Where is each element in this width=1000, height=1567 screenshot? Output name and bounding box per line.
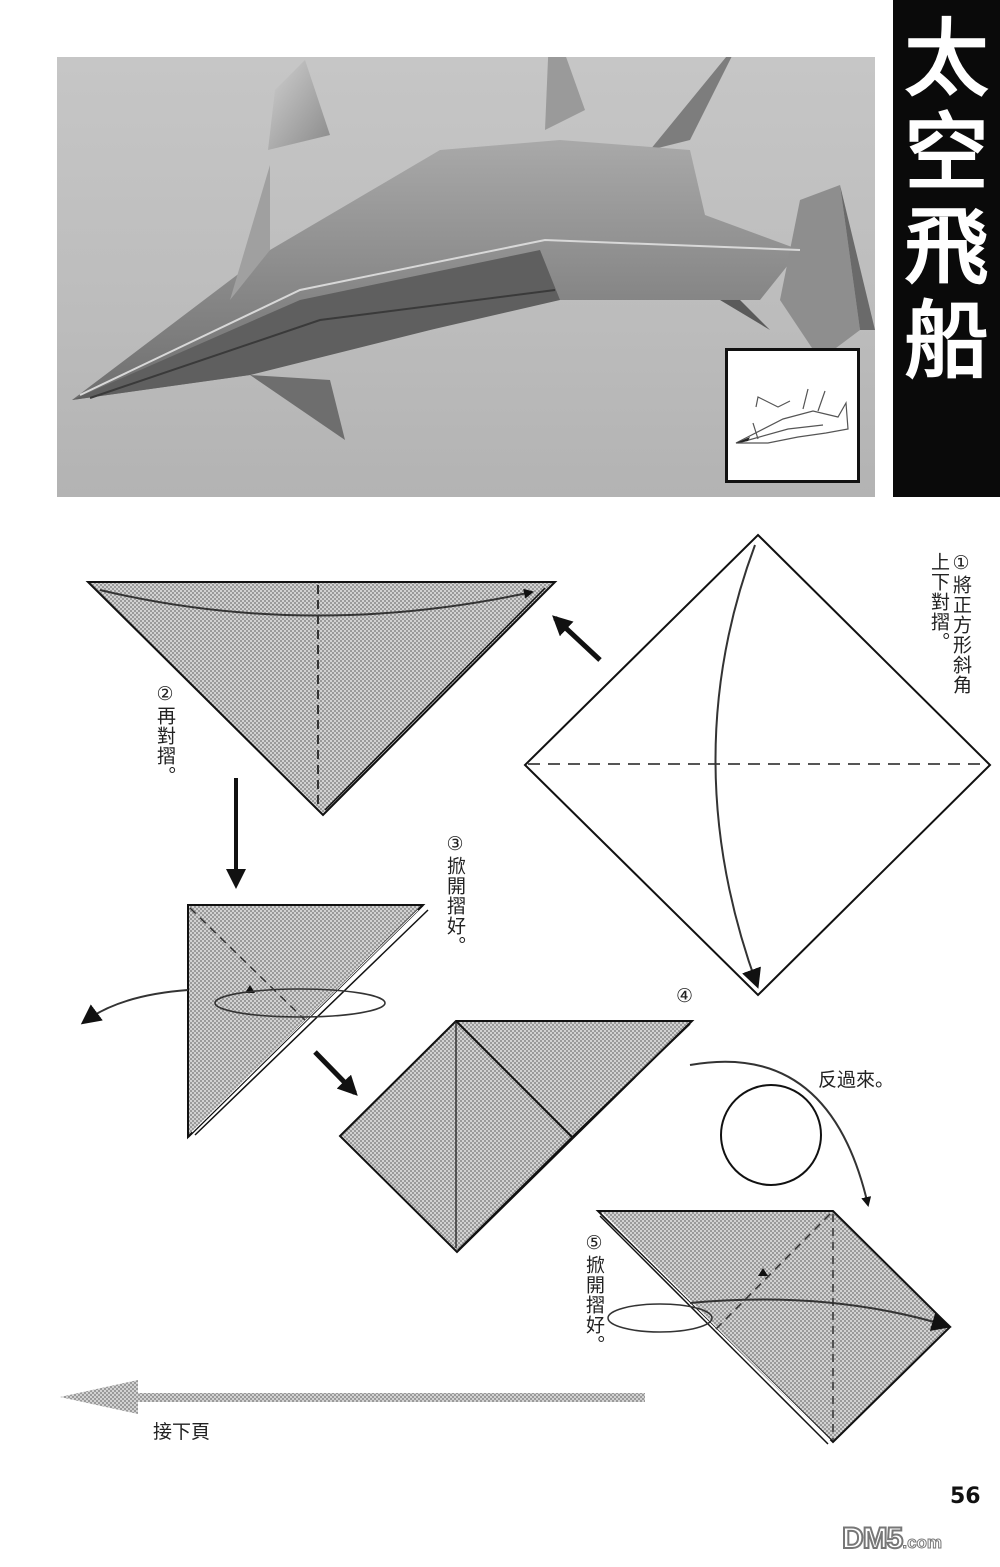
origami-photo <box>57 57 875 497</box>
title-char: 太 <box>904 10 989 108</box>
spaceship-outline-icon <box>735 388 849 444</box>
step2-instruction: ②再對摺。 <box>154 683 176 786</box>
step1-number: ① <box>950 552 972 575</box>
watermark-brand: DM5 <box>841 1521 904 1556</box>
step4-number: ④ <box>676 985 694 1007</box>
step5-instruction: ⑤掀開摺好。 <box>583 1232 605 1355</box>
title-banner: 太 空 飛 船 <box>893 0 1000 497</box>
step1-diagram <box>523 533 992 997</box>
continue-label: 接下頁 <box>153 1421 211 1443</box>
flip-instruction: 反過來。 <box>818 1069 895 1091</box>
step3-diagram <box>80 904 429 1140</box>
step5-number: ⑤ <box>583 1232 605 1255</box>
continue-arrow <box>60 1380 645 1414</box>
flip-diagram <box>689 1060 872 1207</box>
watermark-suffix: .com <box>902 1533 943 1553</box>
step1-instruction: ①將正方形斜角 上下對摺。 <box>928 552 972 695</box>
title-char: 空 <box>904 104 989 202</box>
reference-inset <box>725 348 860 483</box>
step2-diagram <box>85 581 558 817</box>
step4-diagram <box>338 1020 695 1254</box>
page-number: 56 <box>950 1484 981 1509</box>
title-char: 船 <box>904 292 989 390</box>
step3-instruction: ③掀開摺好。 <box>444 833 466 956</box>
step2-number: ② <box>154 683 176 706</box>
step5-diagram <box>595 1210 952 1445</box>
title-char: 飛 <box>904 198 989 296</box>
watermark-logo: DM5 .com <box>841 1521 943 1556</box>
step3-number: ③ <box>444 833 466 856</box>
spaceship-photo-illustration <box>72 57 875 440</box>
